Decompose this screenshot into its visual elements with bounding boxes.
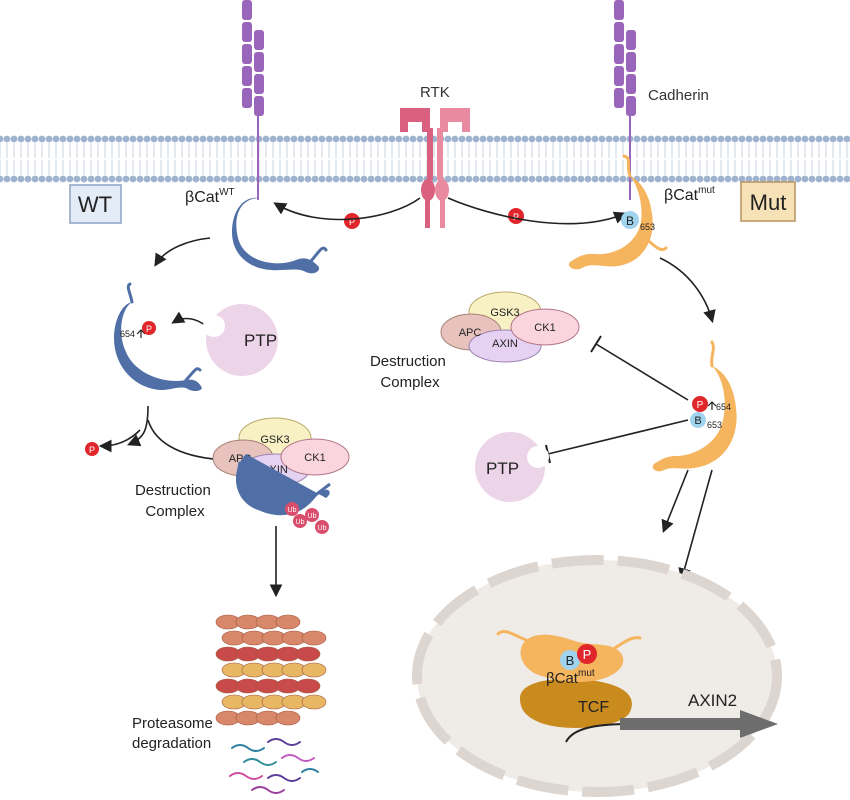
arrow-into-nucleus-1 [661,469,689,533]
svg-text:CK1: CK1 [534,322,555,334]
rtk-receptor [400,108,470,228]
arrow-ptp-to-bcat [171,311,207,327]
degradation-fragments [229,738,319,794]
arrow-into-nucleus-2 [678,469,713,582]
wt-box-label: WT [78,192,112,217]
mut-box: Mut [740,181,796,222]
bcat-mut-phospho: P 654 B 653 [652,340,737,472]
cadherin-label: Cadherin [648,87,709,104]
svg-text:B: B [626,214,634,228]
released-phosphate: P [85,442,99,456]
svg-text:Ub: Ub [296,519,305,526]
ptp-right: PTP [475,432,549,502]
arrow-mut-down [659,257,716,324]
svg-text:P: P [89,445,95,455]
svg-text:654: 654 [120,329,135,339]
svg-text:P: P [697,400,704,411]
ptp-left: PTP [203,304,278,376]
cell-membrane [0,135,850,183]
bcat-mut-label: βCatmut [664,185,715,204]
svg-text:P: P [146,324,152,334]
svg-text:P: P [583,647,592,662]
destruction-complex-left: GSK3 APC AXIN CK1 [212,417,350,516]
axin2-transcription-arrow [565,710,778,743]
phospho-circle-left: P [344,213,360,229]
svg-text:Ub: Ub [318,525,327,532]
cadherin-left [242,0,264,200]
mut-box-label: Mut [750,190,787,215]
phospho-circle-right: P [508,208,524,224]
bcat-mut-membrane [568,154,668,270]
destruction-complex-right: GSK3 APC AXIN CK1 [440,291,580,363]
tcf-protein: TCF [520,678,632,728]
svg-text:PTP: PTP [486,459,519,478]
svg-text:AXIN: AXIN [492,338,518,350]
svg-text:PTP: PTP [244,331,277,350]
arrow-wt-down [154,237,211,267]
proteasome [215,614,327,726]
svg-text:Ub: Ub [308,513,317,520]
arrow-rtk-to-mut [447,197,627,225]
destruction-complex-right-label: Destruction Complex [370,353,450,391]
arrow-branch [127,405,149,447]
b-site-top: B 653 [621,211,655,232]
svg-text:P: P [513,212,519,222]
destruction-complex-left-label: Destruction Complex [135,482,215,520]
svg-text:654: 654 [716,402,731,412]
bcat-wt-phospho: 654 P [114,282,202,391]
svg-text:653: 653 [640,222,655,232]
svg-text:CK1: CK1 [304,452,325,464]
svg-text:GSK3: GSK3 [260,434,289,446]
proteasome-label: Proteasome degradation [132,715,217,752]
axin2-label: AXIN2 [688,691,737,710]
rtk-label: RTK [420,84,450,101]
svg-text:APC: APC [459,327,482,339]
bcat-wt-label: βCatWT [185,187,235,206]
bcat-wt-membrane [232,197,328,274]
svg-text:653: 653 [707,420,722,430]
svg-text:βCatmut: βCatmut [546,668,595,687]
svg-text:TCF: TCF [578,699,609,716]
cadherin-right [614,0,636,200]
bcat-mut-nuclear: B P βCatmut [496,630,642,687]
svg-text:B: B [694,415,701,427]
wt-box: WT [69,184,122,224]
arrow-rtk-to-wt [273,197,421,221]
ubiquitin-chain: Ub Ub Ub Ub [285,502,329,534]
inhibit-destruction-complex [590,335,689,401]
svg-text:B: B [566,653,575,668]
arrow-branch-left [98,429,141,453]
inhibit-ptp [545,419,689,464]
svg-text:GSK3: GSK3 [490,307,519,319]
svg-text:P: P [349,217,355,227]
svg-text:Ub: Ub [288,507,297,514]
